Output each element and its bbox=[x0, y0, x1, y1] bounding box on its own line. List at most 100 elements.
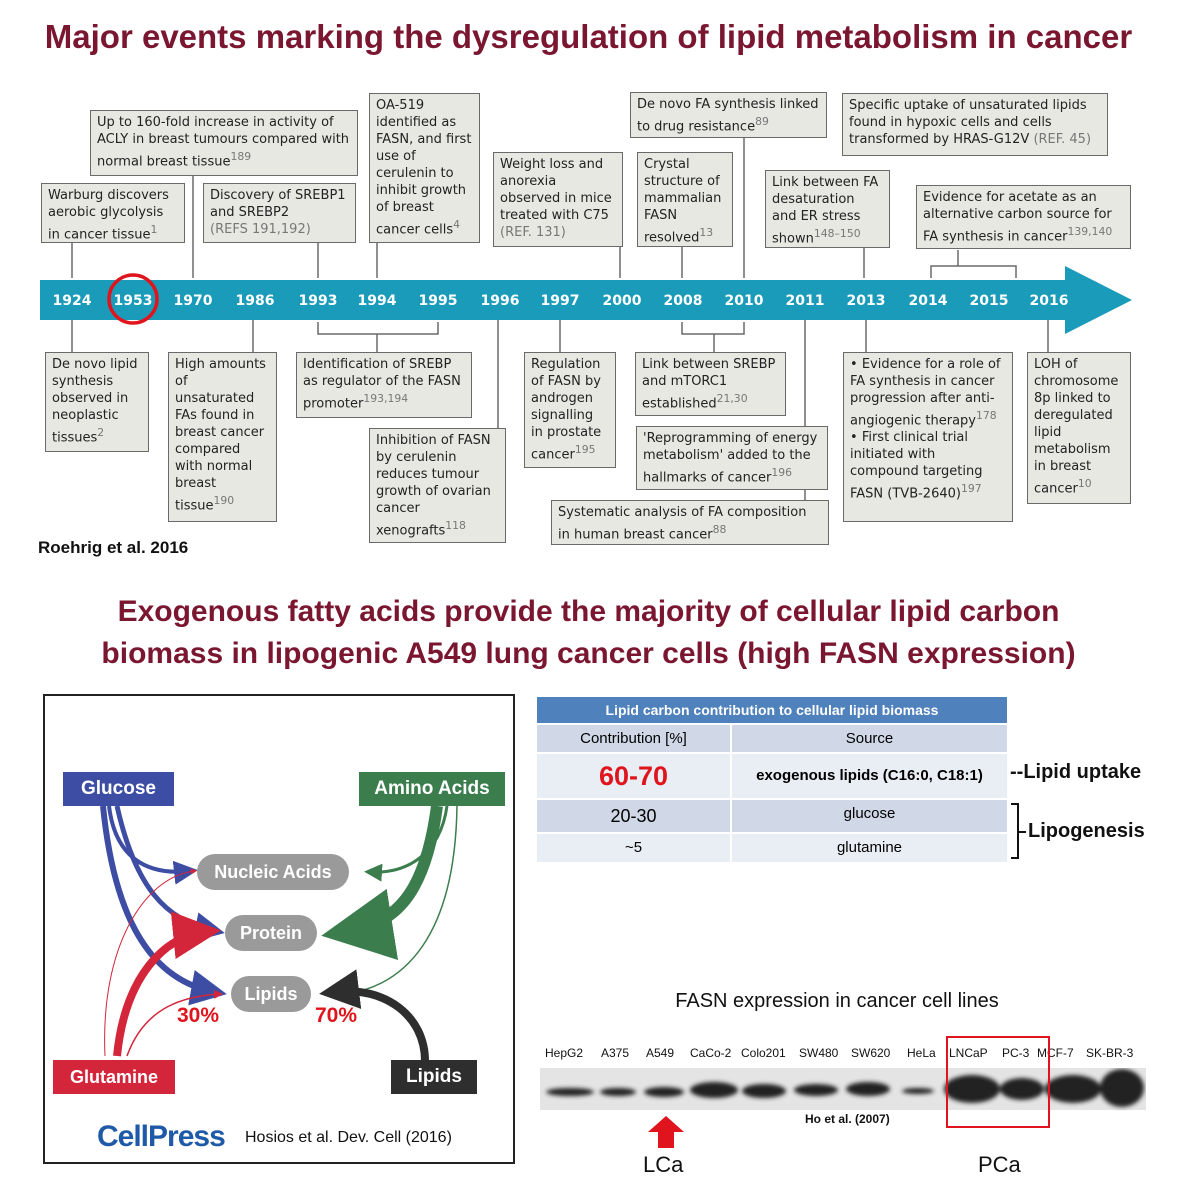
event-srebp: Discovery of SREBP1 and SREBP2(REFS 191,… bbox=[203, 183, 356, 243]
table-row-1-contribution: 60-70 bbox=[537, 754, 730, 798]
event-progression-bullet-2: • First clinical trial initiated with co… bbox=[850, 430, 983, 502]
timeline-citation: Roehrig et al. 2016 bbox=[38, 538, 189, 557]
band-4 bbox=[690, 1082, 738, 1098]
band-11 bbox=[1045, 1075, 1101, 1103]
arrow-amino-protein bbox=[321, 805, 443, 960]
highlight-circle bbox=[107, 273, 159, 325]
lane-label-10: PC-3 bbox=[1002, 1046, 1030, 1060]
band-2 bbox=[600, 1088, 636, 1096]
event-hallmarks: 'Reprogramming of energy metabolism' add… bbox=[636, 426, 828, 490]
table-header-source: Source bbox=[732, 725, 1007, 752]
node-nucleic-label: Nucleic Acids bbox=[214, 862, 332, 882]
node-nucleic-acids bbox=[197, 854, 349, 890]
arrow-lipids-lipids bbox=[319, 969, 429, 1062]
timeline-year-1986: 1986 bbox=[236, 293, 275, 309]
lane-label-9: LNCaP bbox=[949, 1046, 988, 1060]
timeline-year-1995: 1995 bbox=[419, 293, 458, 309]
band-10 bbox=[1000, 1078, 1044, 1100]
label-pca: PCa bbox=[978, 1152, 1021, 1177]
node-protein-label: Protein bbox=[239, 923, 302, 943]
event-denovo-drug-resistance: De novo FA synthesis linked to drug resi… bbox=[630, 92, 827, 138]
note-lipogenesis: Lipogenesis bbox=[1028, 820, 1145, 842]
event-warburg-text: Warburg discovers aerobic glycolysis in … bbox=[48, 188, 169, 243]
event-androgen: Regulation of FASN by androgen signallin… bbox=[524, 352, 616, 468]
event-acetate: Evidence for acetate as an alternative c… bbox=[916, 185, 1131, 249]
event-unsaturated-fas: High amounts of unsaturated FAs found in… bbox=[168, 352, 277, 522]
event-progression-bullet-1: • Evidence for a role of FA synthesis in… bbox=[850, 357, 1001, 429]
flow-diagram bbox=[100, 805, 458, 1062]
table-row-3-contribution: ~5 bbox=[537, 834, 730, 862]
lca-arrow-icon bbox=[648, 1116, 684, 1148]
event-systematic-analysis: Systematic analysis of FA composition in… bbox=[551, 500, 829, 545]
band-8 bbox=[902, 1088, 934, 1094]
timeline-year-2013: 2013 bbox=[847, 293, 886, 309]
band-6 bbox=[794, 1084, 838, 1096]
arrow-glucose-lipids bbox=[100, 805, 227, 1006]
timeline-arrow bbox=[40, 266, 1132, 334]
arrow-amino-nucleic bbox=[364, 805, 449, 882]
node-lipids-label: Lipids bbox=[244, 984, 298, 1004]
band-9 bbox=[944, 1075, 1000, 1103]
timeline-year-2011: 2011 bbox=[786, 293, 825, 309]
event-denovo-neoplastic: De novo lipid synthesis observed in neop… bbox=[45, 352, 149, 452]
node-lipids-target bbox=[231, 976, 311, 1012]
lane-label-7: SW620 bbox=[851, 1046, 891, 1060]
source-glucose: Glucose bbox=[63, 772, 174, 806]
event-srebp-regulator: Identification of SREBP as regulator of … bbox=[296, 352, 472, 418]
timeline-year-1924: 1924 bbox=[53, 293, 92, 309]
band-12 bbox=[1100, 1069, 1144, 1107]
timeline-year-1994: 1994 bbox=[358, 293, 397, 309]
lane-label-8: HeLa bbox=[907, 1046, 936, 1060]
event-specific-uptake: Specific uptake of unsaturated lipids fo… bbox=[842, 93, 1108, 156]
timeline-year-2010: 2010 bbox=[725, 293, 764, 309]
event-cerulenin-ovarian: Inhibition of FASN by cerulenin reduces … bbox=[369, 428, 506, 543]
lane-label-11: MCF-7 bbox=[1037, 1046, 1074, 1060]
timeline-year-2000: 2000 bbox=[603, 293, 642, 309]
lane-label-3: A549 bbox=[646, 1046, 675, 1060]
cellpress-logo: CellPress bbox=[97, 1120, 226, 1153]
pct-uptake: 70% bbox=[315, 1004, 358, 1027]
lane-label-6: SW480 bbox=[799, 1046, 839, 1060]
table-row-1-source: exogenous lipids (C16:0, C18:1) bbox=[732, 754, 1007, 798]
source-lipids: Lipids bbox=[391, 1060, 477, 1094]
event-acly: Up to 160-fold increase in activity of A… bbox=[90, 110, 358, 176]
arrow-amino-lipids bbox=[342, 805, 458, 998]
timeline-year-1993: 1993 bbox=[299, 293, 338, 309]
lane-label-1: HepG2 bbox=[545, 1046, 584, 1060]
table-row-2-contribution: 20-30 bbox=[537, 800, 730, 832]
timeline-year-1970: 1970 bbox=[174, 293, 213, 309]
timeline-year-2014: 2014 bbox=[909, 293, 948, 309]
lane-label-2: A375 bbox=[601, 1046, 630, 1060]
lane-label-5: Colo201 bbox=[741, 1046, 786, 1060]
timeline-year-1953: 1953 bbox=[114, 293, 153, 309]
table-header-contribution: Contribution [%] bbox=[537, 725, 730, 752]
table-row-3-source: glutamine bbox=[732, 834, 1007, 862]
timeline-year-2008: 2008 bbox=[664, 293, 703, 309]
event-loh-8p: LOH of chromosome 8p linked to deregulat… bbox=[1027, 352, 1131, 504]
blot-title: FASN expression in cancer cell lines bbox=[675, 990, 999, 1012]
note-lipid-uptake: --Lipid uptake bbox=[1010, 761, 1142, 783]
arrow-glutamine-nucleic bbox=[104, 868, 197, 1057]
band-3 bbox=[644, 1087, 684, 1097]
lane-label-12: SK-BR-3 bbox=[1086, 1046, 1134, 1060]
source-glutamine: Glutamine bbox=[53, 1060, 175, 1094]
band-7 bbox=[846, 1082, 890, 1096]
flow-panel: Glucose Amino Acids Glutamine Lipids Nuc… bbox=[43, 694, 515, 1164]
event-mtorc1: Link between SREBP and mTORC1 establishe… bbox=[635, 352, 786, 416]
lipogenesis-brace bbox=[1011, 803, 1026, 859]
event-warburg: Warburg discovers aerobic glycolysis in … bbox=[41, 183, 185, 243]
blot-strip bbox=[540, 1068, 1146, 1110]
connector-lines bbox=[71, 137, 1049, 500]
event-oa519: OA-519 identified as FASN, and first use… bbox=[369, 93, 480, 243]
band-1 bbox=[546, 1088, 594, 1096]
flow-citation: Hosios et al. Dev. Cell (2016) bbox=[245, 1129, 452, 1146]
node-protein bbox=[225, 915, 317, 951]
mid-title-line-1: Exogenous fatty acids provide the majori… bbox=[117, 595, 1060, 628]
arrow-glutamine-lipids bbox=[126, 989, 223, 1057]
event-cancer-progression: • Evidence for a role of FA synthesis in… bbox=[843, 352, 1013, 522]
timeline-year-2015: 2015 bbox=[970, 293, 1009, 309]
source-amino-acids: Amino Acids bbox=[359, 772, 505, 806]
band-5 bbox=[742, 1084, 786, 1098]
